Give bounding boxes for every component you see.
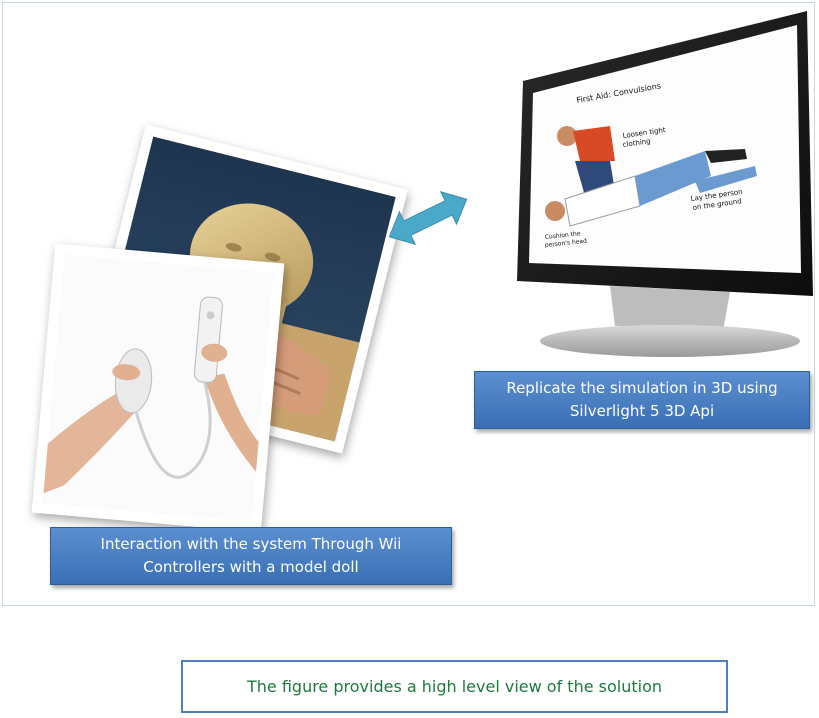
figure-summary: The figure provides a high level view of… bbox=[181, 660, 728, 713]
monitor-icon: First Aid: Convulsions Loosen tight clot… bbox=[517, 11, 813, 357]
interaction-caption: Interaction with the system Through Wii … bbox=[50, 527, 452, 585]
svg-text:clothing: clothing bbox=[622, 137, 651, 149]
simulation-caption-line2: Silverlight 5 3D Api bbox=[569, 402, 715, 420]
wii-controller-photo bbox=[31, 243, 285, 533]
simulation-caption: Replicate the simulation in 3D using Sil… bbox=[474, 371, 810, 429]
screen-label-cushion-1: Cushion the bbox=[544, 230, 581, 241]
svg-text:person's head: person's head bbox=[544, 238, 587, 249]
interaction-caption-line1: Interaction with the system Through Wii bbox=[100, 535, 402, 553]
figure-frame: First Aid: Convulsions Loosen tight clot… bbox=[2, 2, 815, 606]
screen-label-cushion-2: person's head bbox=[544, 238, 587, 249]
wii-controller-illustration bbox=[42, 254, 274, 522]
figure-summary-text: The figure provides a high level view of… bbox=[246, 677, 662, 696]
screen-label-loosen-2: clothing bbox=[622, 137, 651, 149]
simulation-caption-line1: Replicate the simulation in 3D using bbox=[506, 379, 778, 397]
interaction-caption-line2: Controllers with a model doll bbox=[143, 558, 359, 576]
svg-text:Cushion the: Cushion the bbox=[544, 230, 581, 241]
double-arrow-icon bbox=[388, 190, 468, 246]
